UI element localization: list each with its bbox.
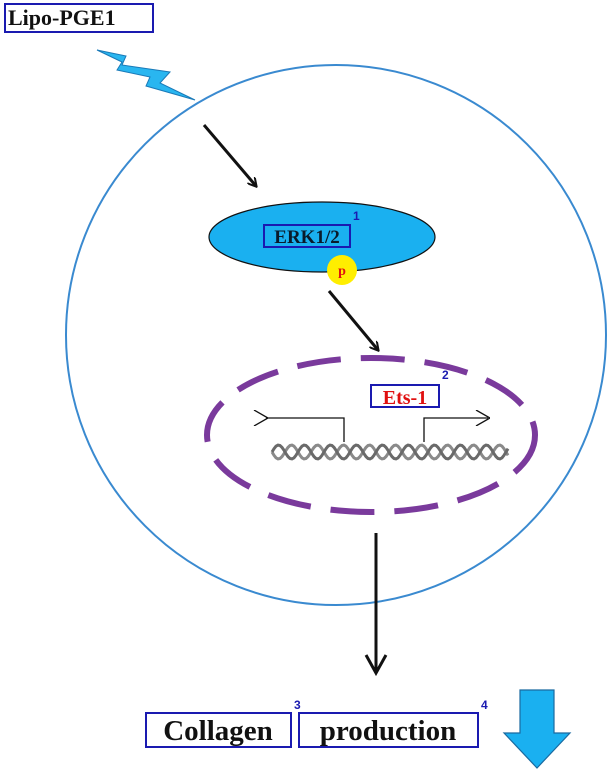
arrow-to-nucleus xyxy=(327,290,378,350)
cell-membrane xyxy=(65,64,607,606)
production-label-box xyxy=(298,712,479,748)
marker-1: 1 xyxy=(353,209,360,223)
phospho-marker xyxy=(327,255,357,285)
nucleus xyxy=(204,355,538,515)
lightning-icon xyxy=(96,49,196,101)
erk-node xyxy=(208,201,436,273)
dna-helix xyxy=(270,443,510,461)
marker-3: 3 xyxy=(294,698,301,712)
collagen-label-box xyxy=(145,712,292,748)
ets-label-box xyxy=(370,384,440,408)
arrow-to-erk xyxy=(202,124,256,186)
transcription-arrow-left xyxy=(266,418,345,442)
ets-label: Ets-1 xyxy=(383,387,427,409)
marker-4: 4 xyxy=(481,698,488,712)
transcription-arrow-right xyxy=(423,418,488,442)
lipo-label-box xyxy=(4,3,154,33)
marker-2: 2 xyxy=(442,368,449,382)
arrow-to-collagen-head xyxy=(364,654,388,677)
erk-label-box xyxy=(263,224,351,248)
collagen-label: Collagen xyxy=(163,715,273,747)
erk-label: ERK1/2 xyxy=(274,227,339,248)
phospho-label: p xyxy=(338,264,346,279)
lipo-label: Lipo-PGE1 xyxy=(8,5,116,30)
production-label: production xyxy=(320,715,456,747)
down-arrow-icon xyxy=(502,689,572,769)
